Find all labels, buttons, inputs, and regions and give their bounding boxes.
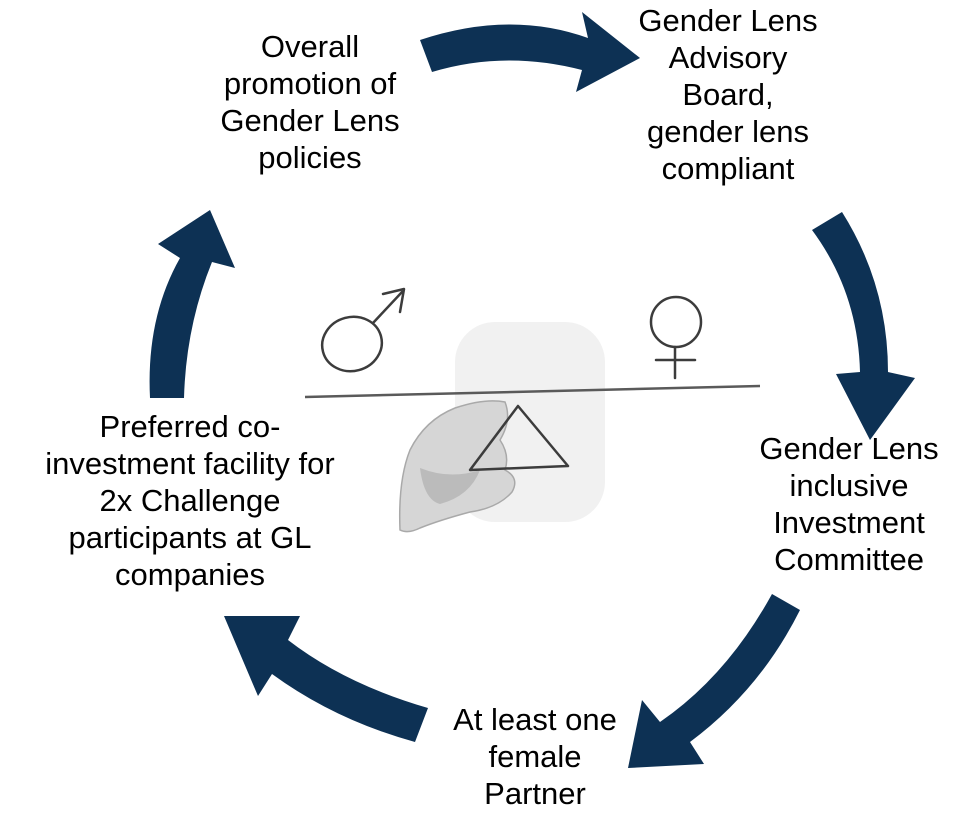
cycle-node-investment-committee: Gender Lens inclusive Investment Committ… <box>735 430 963 578</box>
female-symbol-icon <box>649 295 703 380</box>
node-line: Investment <box>773 505 925 540</box>
triangle-fulcrum-icon <box>468 404 570 472</box>
node-line: Overall <box>260 29 360 64</box>
cycle-arrow-left <box>149 210 235 398</box>
cycle-arrow-bottom-right <box>628 594 800 768</box>
balance-illustration <box>304 287 761 533</box>
node-line: Board, <box>682 77 774 112</box>
cycle-node-co-investment-facility: Preferred co- investment facility for 2x… <box>20 408 360 593</box>
male-symbol-icon <box>320 287 406 373</box>
node-line: gender lens <box>646 114 809 149</box>
node-line: Committee <box>774 542 924 577</box>
cycle-node-policy-promotion: Overall promotion of Gender Lens policie… <box>180 28 440 176</box>
node-line: Preferred co- <box>99 409 281 444</box>
balance-beam <box>304 384 761 399</box>
node-line: participants at GL <box>68 520 312 555</box>
node-line: investment facility for <box>45 446 335 481</box>
cycle-node-advisory-board: Gender Lens Advisory Board, gender lens … <box>598 2 858 187</box>
node-line: At least one <box>453 702 617 737</box>
cycle-arrow-bottom-left <box>224 616 428 742</box>
drawing-hand-image <box>398 400 516 533</box>
node-line: Gender Lens <box>220 103 400 138</box>
node-line: Advisory <box>668 40 788 75</box>
node-line: policies <box>258 140 362 175</box>
node-line: promotion of <box>223 66 397 101</box>
node-line: Partner <box>484 776 586 811</box>
cycle-arrows <box>149 12 915 768</box>
cycle-node-female-partner: At least one female Partner <box>400 701 670 812</box>
cycle-arrow-top <box>420 12 640 92</box>
node-line: companies <box>115 557 265 592</box>
node-line: female <box>488 739 582 774</box>
node-line: Gender Lens <box>759 431 939 466</box>
node-line: inclusive <box>789 468 909 503</box>
hand-shadow <box>420 468 480 504</box>
node-line: 2x Challenge <box>99 483 281 518</box>
node-line: Gender Lens <box>638 3 818 38</box>
cycle-arrow-right <box>812 212 915 440</box>
node-line: compliant <box>661 151 795 186</box>
